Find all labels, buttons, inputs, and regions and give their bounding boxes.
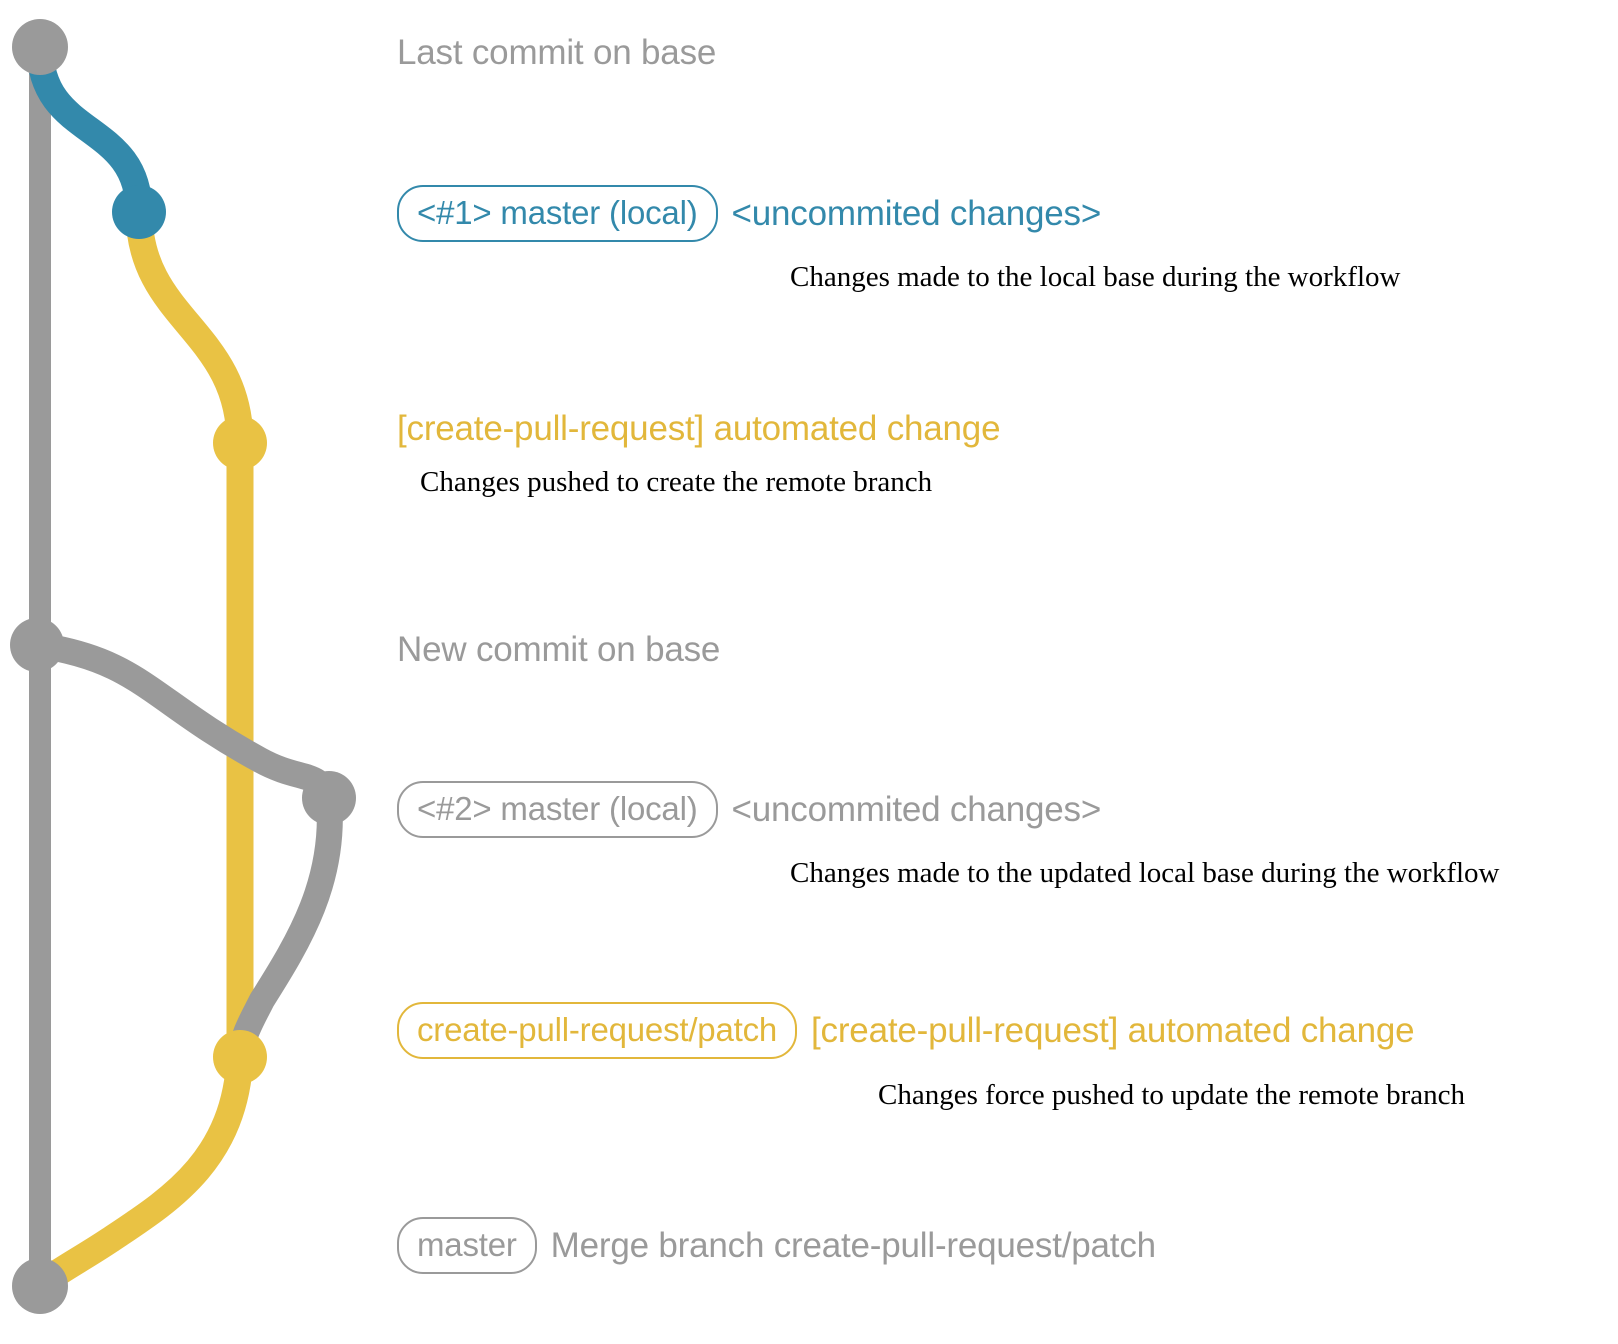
annotation-master-local-2: <#2> master (local) <uncommited changes>… xyxy=(397,781,1500,888)
commit-subject: <uncommited changes> xyxy=(731,790,1102,829)
annotation-row: create-pull-request/patch [create-pull-r… xyxy=(397,1002,1465,1059)
commit-node-master-local-2[interactable] xyxy=(302,771,356,825)
commit-description: Changes force pushed to update the remot… xyxy=(878,1079,1466,1111)
ref-pill-create-pull-request-patch[interactable]: create-pull-request/patch xyxy=(397,1002,798,1059)
commit-node-automated-change-2[interactable] xyxy=(213,1030,267,1084)
commit-description: Changes made to the updated local base d… xyxy=(790,857,1500,889)
commit-description: Changes made to the local base during th… xyxy=(790,261,1401,293)
annotation-last-commit-on-base: Last commit on base xyxy=(397,35,716,70)
edge-master-local-2-to-patch-2 xyxy=(227,785,343,1070)
commit-node-master-local-1[interactable] xyxy=(112,185,166,239)
commit-subject: [create-pull-request] automated change xyxy=(811,1011,1415,1050)
annotation-automated-change-2: create-pull-request/patch [create-pull-r… xyxy=(397,1002,1465,1110)
edge-base-to-master-local-1 xyxy=(26,33,153,226)
edge-patch-2-to-merge xyxy=(26,1043,254,1300)
commit-subject: Merge branch create-pull-request/patch xyxy=(550,1226,1156,1265)
commit-subject: New commit on base xyxy=(397,630,721,669)
commit-node-automated-change-1[interactable] xyxy=(213,416,267,470)
commit-subject: [create-pull-request] automated change xyxy=(397,409,1001,448)
annotation-new-commit-on-base: New commit on base xyxy=(397,632,720,667)
commit-subject: Last commit on base xyxy=(397,33,717,72)
annotation-master-local-1: <#1> master (local) <uncommited changes>… xyxy=(397,185,1400,292)
ref-pill-master-local-1[interactable]: <#1> master (local) xyxy=(397,185,718,242)
annotation-row: master Merge branch create-pull-request/… xyxy=(397,1217,1156,1274)
commit-node-new-commit-on-base[interactable] xyxy=(10,618,64,672)
annotation-automated-change-1: [create-pull-request] automated change C… xyxy=(397,409,1001,498)
annotation-row: <#1> master (local) <uncommited changes> xyxy=(397,185,1400,242)
commit-node-last-commit-on-base[interactable] xyxy=(12,19,68,75)
ref-pill-master-local-2[interactable]: <#2> master (local) xyxy=(397,781,718,838)
annotation-merge-commit: master Merge branch create-pull-request/… xyxy=(397,1217,1156,1274)
commit-subject: <uncommited changes> xyxy=(731,194,1102,233)
ref-pill-master[interactable]: master xyxy=(397,1217,537,1274)
edge-base-to-master-local-2 xyxy=(24,632,342,811)
commit-description: Changes pushed to create the remote bran… xyxy=(420,466,933,498)
edge-master-local-1-to-patch-1 xyxy=(125,198,254,457)
commit-node-merge[interactable] xyxy=(12,1258,68,1314)
annotation-row: <#2> master (local) <uncommited changes> xyxy=(397,781,1500,838)
